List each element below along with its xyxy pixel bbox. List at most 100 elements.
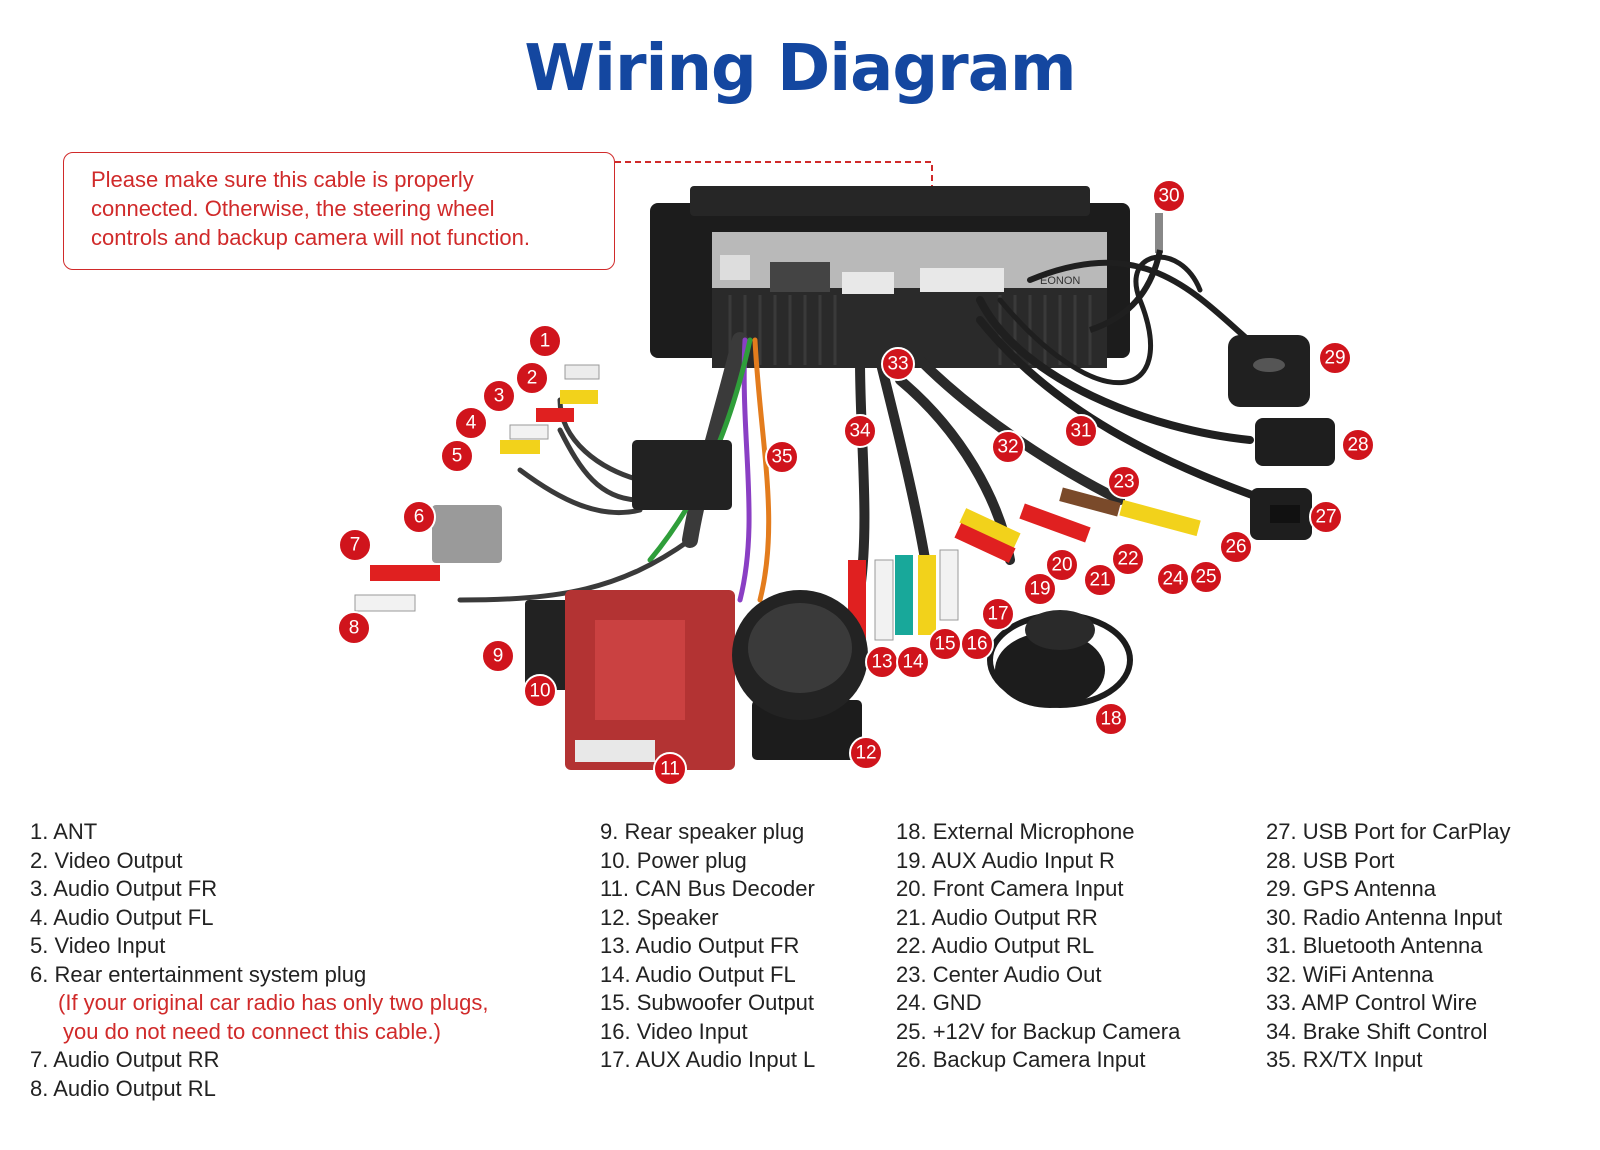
svg-text:11: 11 <box>660 759 680 780</box>
badge-12: 12 <box>849 736 883 770</box>
svg-text:10: 10 <box>529 681 550 702</box>
legend-column-4: 27. USB Port for CarPlay 28. USB Port 29… <box>1266 818 1511 1075</box>
legend-item: 33. AMP Control Wire <box>1266 990 1478 1015</box>
badge-23: 23 <box>1107 465 1141 499</box>
svg-text:31: 31 <box>1070 421 1091 442</box>
legend-item: 7. Audio Output RR <box>30 1047 220 1072</box>
legend-item: 10. Power plug <box>600 847 747 873</box>
badge-22: 22 <box>1111 542 1145 576</box>
legend-item: 35. RX/TX Input <box>1266 1047 1423 1072</box>
legend-item: 1. ANT <box>30 819 98 844</box>
legend-item: 25. +12V for Backup Camera <box>896 1018 1181 1044</box>
svg-text:2: 2 <box>527 368 538 389</box>
badge-18: 18 <box>1094 702 1128 736</box>
badge-25: 25 <box>1189 560 1223 594</box>
badge-33: 33 <box>881 347 915 381</box>
svg-text:17: 17 <box>987 604 1008 625</box>
legend-item: 11. CAN Bus Decoder <box>600 876 815 901</box>
badge-13: 13 <box>865 645 899 679</box>
svg-text:15: 15 <box>934 634 955 655</box>
legend-item: 32. WiFi Antenna <box>1266 961 1434 987</box>
svg-text:4: 4 <box>466 413 477 434</box>
microphone-illustration <box>987 610 1133 708</box>
speaker-illustration <box>732 590 868 760</box>
svg-text:24: 24 <box>1162 569 1184 590</box>
badge-5: 5 <box>440 439 474 473</box>
legend-item: 6. Rear entertainment system plug <box>30 961 367 987</box>
badge-3: 3 <box>482 379 516 413</box>
legend-item: 27. USB Port for CarPlay <box>1266 819 1511 844</box>
badge-6: 6 <box>402 500 436 534</box>
connector-blocks <box>432 440 735 770</box>
svg-text:23: 23 <box>1113 472 1134 493</box>
legend-item: 26. Backup Camera Input <box>896 1047 1146 1072</box>
badge-15: 15 <box>928 627 962 661</box>
svg-text:7: 7 <box>350 535 361 556</box>
svg-text:18: 18 <box>1100 709 1121 730</box>
legend-item: 14. Audio Output FL <box>600 961 796 987</box>
legend-item: 28. USB Port <box>1266 847 1395 873</box>
radio-antenna-plug <box>1155 213 1163 253</box>
gps-antenna-illustration <box>1228 335 1310 407</box>
svg-text:27: 27 <box>1315 507 1336 528</box>
svg-text:33: 33 <box>887 354 908 375</box>
svg-text:30: 30 <box>1158 186 1179 207</box>
svg-text:29: 29 <box>1324 348 1345 369</box>
legend-column-2: 9. Rear speaker plug 10. Power plug 11. … <box>600 818 815 1075</box>
svg-text:26: 26 <box>1225 537 1246 558</box>
badge-11: 11 <box>653 752 687 786</box>
badge-35: 35 <box>765 440 799 474</box>
svg-text:19: 19 <box>1029 579 1050 600</box>
badge-28: 28 <box>1341 428 1375 462</box>
legend-item: 21. Audio Output RR <box>896 904 1098 930</box>
svg-text:20: 20 <box>1051 555 1072 576</box>
legend-item: 17. AUX Audio Input L <box>600 1047 816 1072</box>
svg-text:28: 28 <box>1347 435 1368 456</box>
legend-item: 3. Audio Output FR <box>30 876 218 901</box>
radio-antenna-cable <box>1089 249 1163 333</box>
badge-24: 24 <box>1156 562 1190 596</box>
svg-text:3: 3 <box>494 386 505 407</box>
callout-line: Please make sure this cable is properly <box>91 167 474 192</box>
svg-text:22: 22 <box>1117 549 1138 570</box>
svg-text:13: 13 <box>871 652 892 673</box>
svg-text:8: 8 <box>349 618 360 639</box>
legend-note: you do not need to connect this cable.) <box>63 1018 441 1044</box>
badge-1: 1 <box>528 324 562 358</box>
svg-text:35: 35 <box>771 447 792 468</box>
numbered-badges: 1 2 3 4 5 6 7 8 9 10 11 12 13 14 15 16 1… <box>337 179 1375 786</box>
badge-21: 21 <box>1083 563 1117 597</box>
badge-26: 26 <box>1219 530 1253 564</box>
svg-text:16: 16 <box>966 634 987 655</box>
svg-text:6: 6 <box>414 507 425 528</box>
legend-item: 13. Audio Output FR <box>600 933 800 958</box>
badge-14: 14 <box>896 645 930 679</box>
badge-27: 27 <box>1309 500 1343 534</box>
svg-text:25: 25 <box>1195 567 1216 588</box>
legend-item: 23. Center Audio Out <box>896 961 1102 987</box>
badge-9: 9 <box>481 639 515 673</box>
legend-item: 2. Video Output <box>30 847 183 873</box>
badge-10: 10 <box>523 674 557 708</box>
svg-text:34: 34 <box>849 421 871 442</box>
svg-text:21: 21 <box>1089 570 1110 591</box>
legend-item: 29. GPS Antenna <box>1266 876 1437 901</box>
legend-note: (If your original car radio has only two… <box>58 990 489 1015</box>
page-title: Wiring Diagram <box>524 32 1076 106</box>
legend-item: 22. Audio Output RL <box>896 933 1095 958</box>
legend-item: 16. Video Input <box>600 1018 748 1044</box>
svg-text:9: 9 <box>493 646 504 667</box>
legend-item: 15. Subwoofer Output <box>600 990 815 1015</box>
legend-item: 24. GND <box>896 990 982 1015</box>
badge-16: 16 <box>960 627 994 661</box>
badge-2: 2 <box>515 361 549 395</box>
badge-32: 32 <box>991 430 1025 464</box>
svg-text:1: 1 <box>540 331 551 352</box>
legend-item: 34. Brake Shift Control <box>1266 1018 1488 1044</box>
svg-text:5: 5 <box>452 446 463 467</box>
usb-ports <box>1250 418 1335 540</box>
legend-column-1: 1. ANT 2. Video Output 3. Audio Output F… <box>30 818 488 1103</box>
badge-34: 34 <box>843 414 877 448</box>
legend-item: 31. Bluetooth Antenna <box>1266 933 1483 958</box>
